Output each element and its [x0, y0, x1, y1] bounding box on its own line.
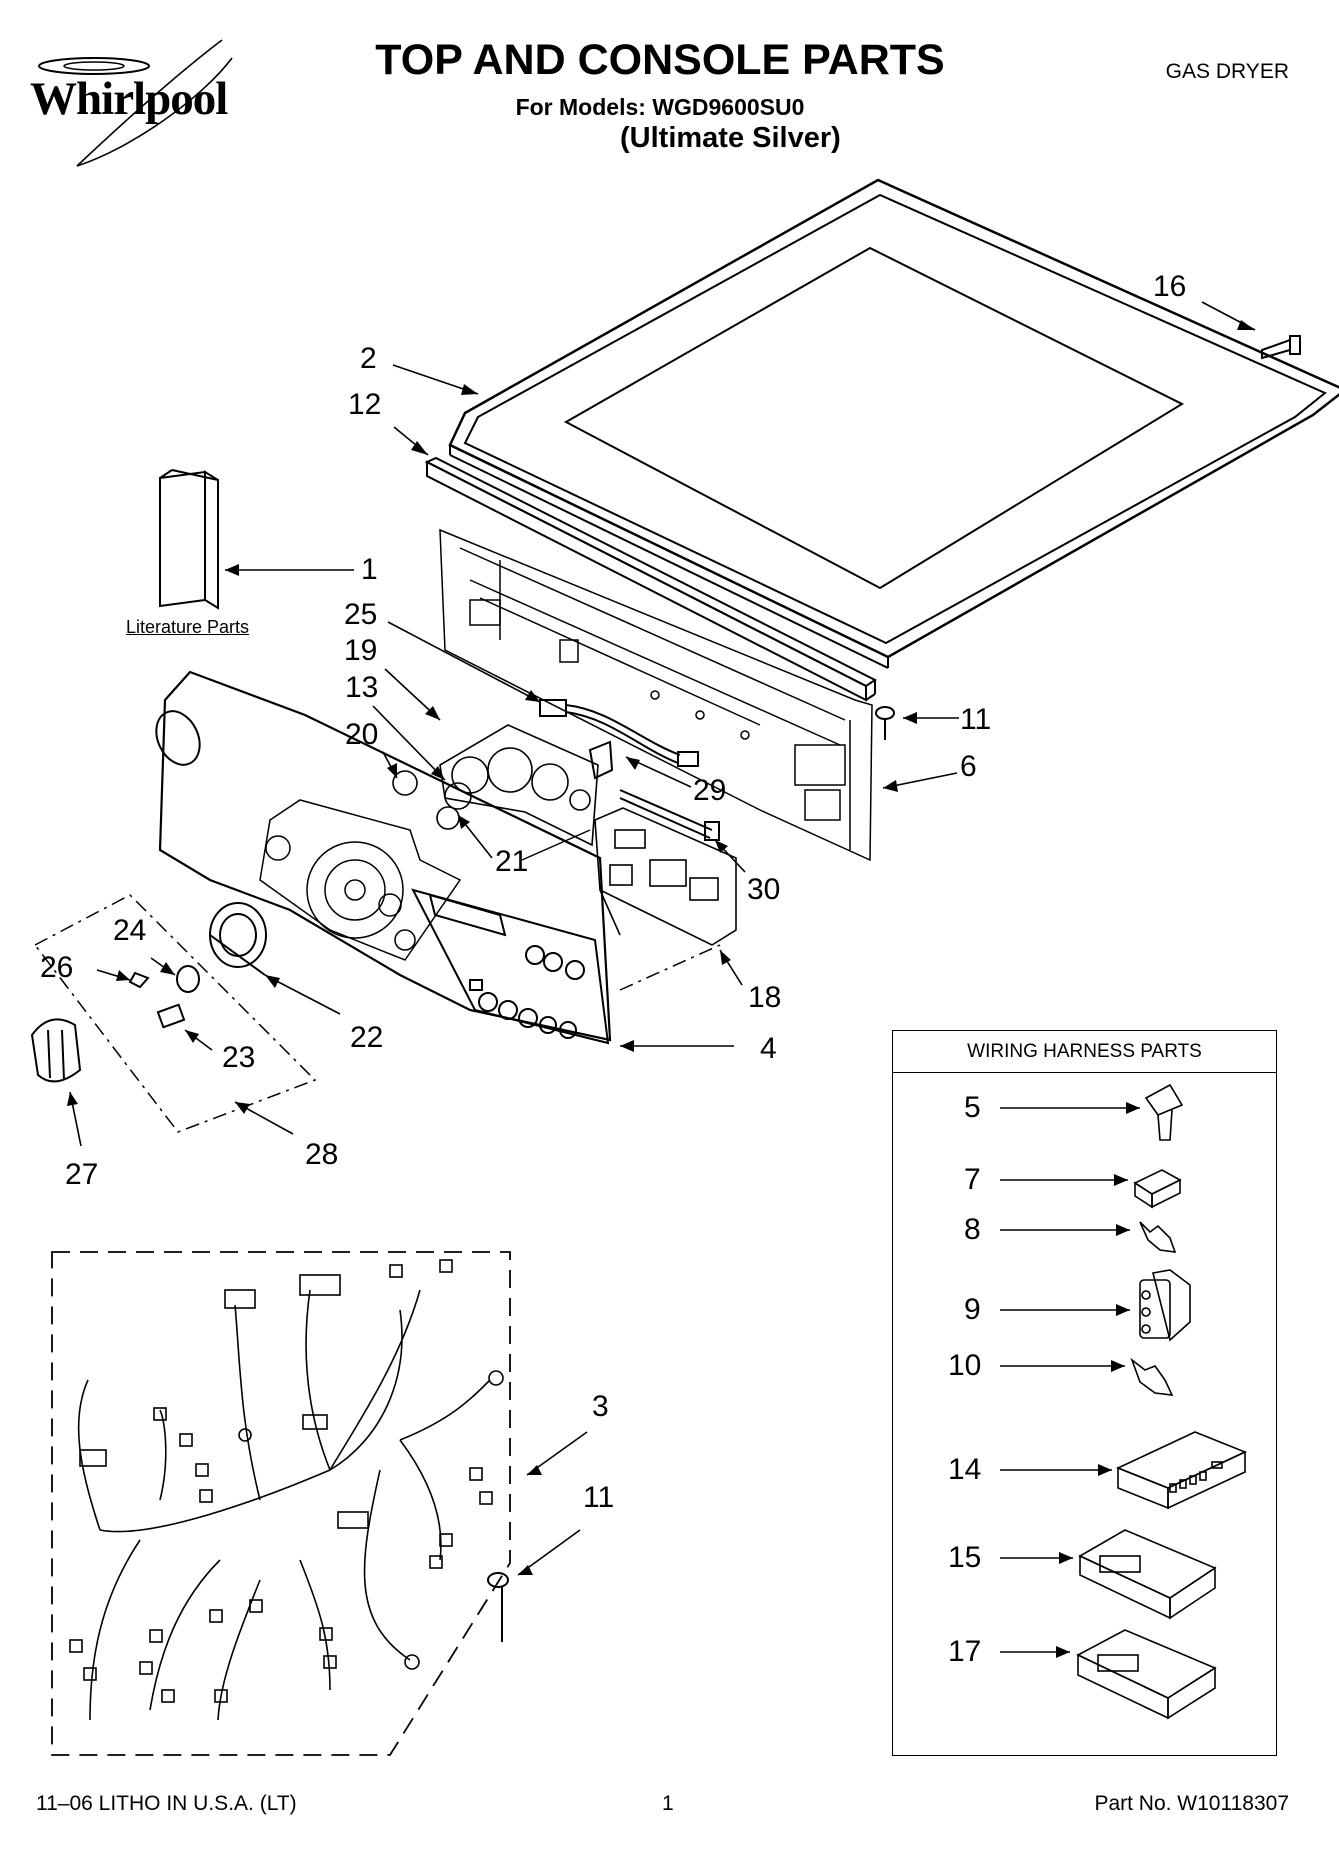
brand-wordmark: Whirlpool	[30, 73, 228, 125]
harness-callout-9: 9	[964, 1293, 981, 1326]
switch-part-21	[436, 806, 460, 830]
callout-19: 19	[344, 634, 378, 667]
callout-20: 20	[345, 718, 379, 751]
callout-29: 29	[693, 774, 727, 807]
connector-part-17	[1076, 1629, 1217, 1720]
ui-board-part	[439, 724, 599, 847]
harness-callout-15: 15	[948, 1541, 982, 1574]
callout-28: 28	[305, 1138, 339, 1171]
cable-tie-part	[619, 789, 720, 841]
knob-collar-part	[176, 965, 200, 993]
wire-clip-part-5	[1144, 1083, 1184, 1141]
harness-small-parts	[1076, 1083, 1248, 1720]
arrowheads	[67, 320, 1255, 1658]
callout-24: 24	[113, 914, 147, 947]
screw-part-11-top	[875, 706, 895, 740]
harness-callout-14: 14	[948, 1453, 982, 1486]
callout-26: 26	[40, 951, 74, 984]
callout-11-top: 11	[960, 703, 992, 736]
harness-callout-17: 17	[948, 1635, 982, 1668]
selector-knob-part	[30, 1018, 82, 1083]
callout-16: 16	[1153, 270, 1187, 303]
connector-part-7	[1133, 1169, 1182, 1209]
footer-part-number: Part No. W10118307	[1094, 1792, 1289, 1815]
literature-parts-book	[159, 469, 219, 610]
knob-insert-part	[156, 1003, 186, 1029]
footer-litho: 11–06 LITHO IN U.S.A. (LT)	[36, 1792, 297, 1815]
harness-callout-5: 5	[964, 1091, 981, 1124]
knob-group-outline	[33, 894, 317, 1133]
harness-callout-7: 7	[964, 1163, 981, 1196]
terminal-part-10	[1130, 1357, 1174, 1396]
whirlpool-logo	[22, 38, 267, 168]
footer-page-number: 1	[662, 1792, 674, 1815]
knob-small-parts	[30, 965, 200, 1083]
product-type: GAS DRYER	[1165, 60, 1289, 83]
connector-part-9	[1139, 1269, 1191, 1342]
console-bracket-part	[439, 528, 873, 862]
callout-18: 18	[748, 981, 782, 1014]
screw-part-16	[1261, 335, 1301, 360]
terminal-part-8	[1139, 1221, 1177, 1253]
bracket-clip-part	[588, 740, 614, 780]
harness-callout-10: 10	[948, 1349, 982, 1382]
console-housing-part	[259, 799, 462, 961]
callout-1: 1	[361, 553, 378, 586]
spring-clip-part	[128, 971, 150, 989]
screw-part-11-bottom	[487, 1572, 509, 1642]
literature-parts-caption: Literature Parts	[126, 617, 250, 637]
callout-6: 6	[960, 750, 977, 783]
connector-part-15	[1078, 1529, 1217, 1620]
logo-swirl-icon	[38, 39, 233, 167]
connector-part-14	[1115, 1431, 1248, 1510]
callout-30: 30	[747, 873, 781, 906]
console-panel-part	[155, 670, 612, 1045]
wiring-harness-parts-box	[892, 1030, 1277, 1756]
front-trim-strip-part	[424, 456, 877, 702]
wiring-harness-group	[51, 1251, 511, 1756]
callout-21: 21	[495, 845, 529, 878]
harness-plug-part	[539, 699, 699, 767]
switch-part-20	[392, 770, 418, 796]
callout-25: 25	[344, 598, 378, 631]
callout-3: 3	[592, 1390, 609, 1423]
switch-part-13	[444, 782, 472, 810]
callout-23: 23	[222, 1041, 256, 1074]
callout-2: 2	[360, 342, 377, 375]
wiring-harness-part	[69, 1259, 504, 1721]
callout-11-bottom: 11	[583, 1481, 615, 1514]
harness-callout-8: 8	[964, 1213, 981, 1246]
color-name: (Ultimate Silver)	[620, 122, 841, 154]
callout-13: 13	[345, 671, 379, 704]
selector-ring-part	[209, 902, 267, 976]
page-title: TOP AND CONSOLE PARTS	[375, 36, 945, 84]
callout-27: 27	[65, 1158, 99, 1191]
callout-12: 12	[348, 388, 382, 421]
model-subtitle: For Models: WGD9600SU0	[515, 94, 805, 120]
callout-4: 4	[760, 1032, 777, 1065]
wiring-harness-title: WIRING HARNESS PARTS	[893, 1030, 1276, 1073]
callout-22: 22	[350, 1021, 384, 1054]
top-panel-part	[448, 178, 1339, 669]
control-board-part	[594, 807, 737, 946]
